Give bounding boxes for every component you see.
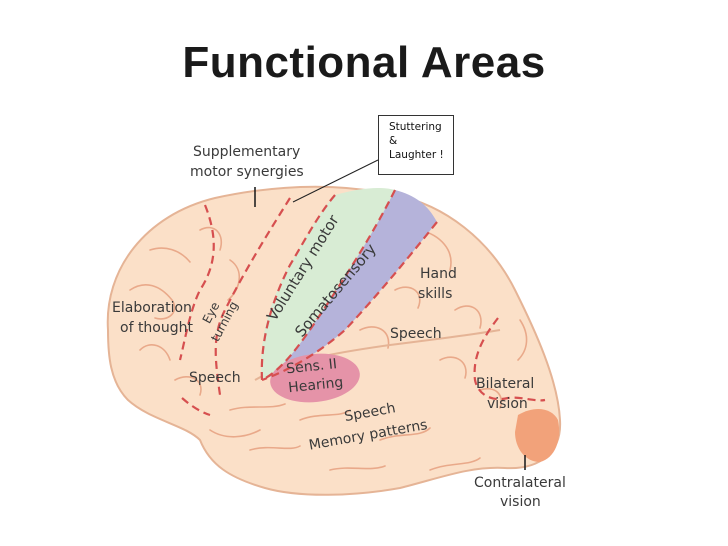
label-sens-ii: Sens. II xyxy=(286,356,338,377)
label-contralateral: Contralateral vision xyxy=(474,475,570,510)
label-speech-frontal: Speech xyxy=(189,370,241,386)
label-hand-skills: Hand skills xyxy=(418,266,461,302)
label-elaboration-2: of thought xyxy=(120,320,194,336)
label-supplementary-2: motor synergies xyxy=(190,164,304,180)
label-sens-hearing: Sens. II Hearing xyxy=(286,356,345,397)
label-supplementary: Supplementary motor synergies xyxy=(190,144,305,180)
stuttering-note-box: Stuttering & Laughter ! xyxy=(378,115,454,175)
note-line-2: & xyxy=(389,135,398,147)
label-speech-parietal: Speech xyxy=(390,326,442,342)
label-bilateral-2: vision xyxy=(487,396,528,412)
label-contralateral-1: Contralateral xyxy=(474,475,566,491)
gyri-lines xyxy=(129,226,528,471)
dashed-borders xyxy=(178,189,546,417)
label-hearing: Hearing xyxy=(288,375,344,397)
label-supplementary-1: Supplementary xyxy=(193,144,300,160)
page-title: Functional Areas xyxy=(182,38,546,87)
somatosensory-region xyxy=(262,190,437,380)
note-line-1: Stuttering xyxy=(389,121,442,133)
label-bilateral-1: Bilateral xyxy=(476,376,534,392)
label-elaboration: Elaboration of thought xyxy=(112,300,196,336)
label-elaboration-1: Elaboration xyxy=(112,300,192,316)
note-leader xyxy=(292,159,379,203)
contralateral-vision-region xyxy=(515,408,560,462)
note-line-3: Laughter ! xyxy=(389,149,444,161)
hearing-region xyxy=(270,353,360,403)
label-contralateral-2: vision xyxy=(500,494,541,510)
label-hand: Hand xyxy=(420,266,457,282)
voluntary-motor-region xyxy=(261,187,395,380)
label-skills: skills xyxy=(418,286,452,302)
label-bilateral: Bilateral vision xyxy=(476,376,539,412)
